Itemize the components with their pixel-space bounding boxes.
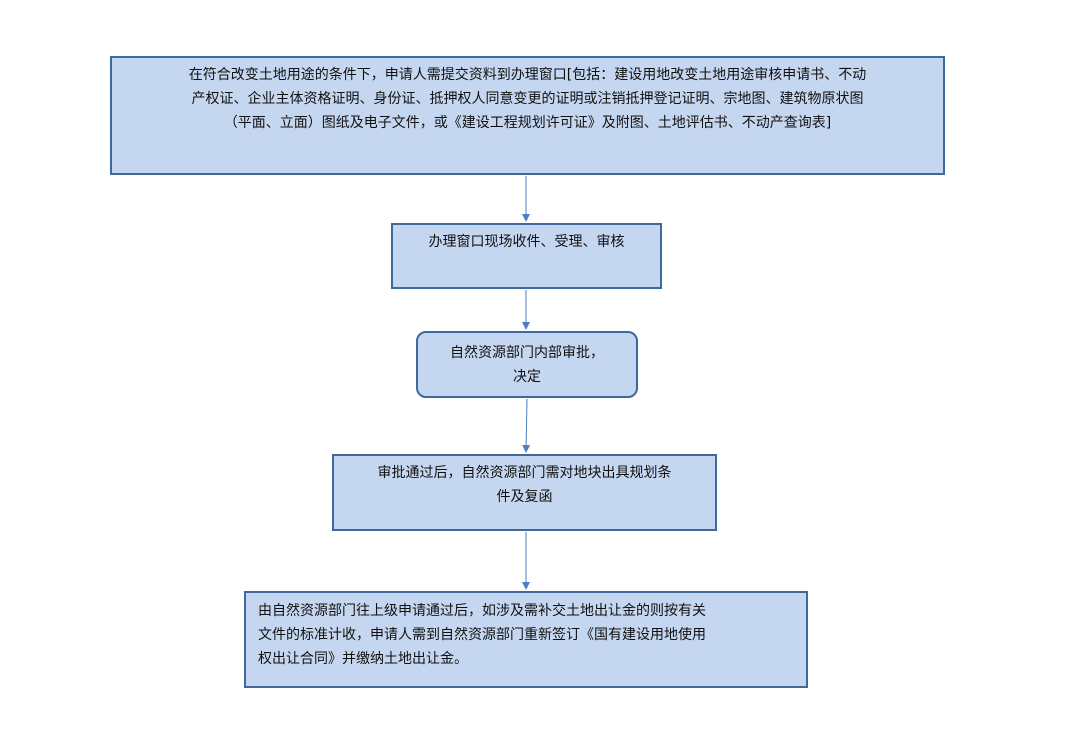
step-window-accept-review: 办理窗口现场收件、受理、审核 [391,223,662,289]
step3-line2: 决定 [513,369,541,385]
step5-line1: 由自然资源部门往上级申请通过后，如涉及需补交土地出让金的则按有关 [258,603,706,619]
step-sign-contract-pay-fee: 由自然资源部门往上级申请通过后，如涉及需补交土地出让金的则按有关 文件的标准计收… [244,591,808,688]
step-internal-approval: 自然资源部门内部审批， 决定 [416,331,638,398]
step1-line2: 产权证、企业主体资格证明、身份证、抵押权人同意变更的证明或注销抵押登记证明、宗地… [191,91,864,107]
step5-line3: 权出让合同》并缴纳土地出让金。 [258,651,468,667]
step2-line1: 办理窗口现场收件、受理、审核 [428,234,625,250]
step-planning-conditions-reply: 审批通过后，自然资源部门需对地块出具规划条 件及复函 [332,454,717,531]
step5-line2: 文件的标准计收，申请人需到自然资源部门重新签订《国有建设用地使用 [258,627,706,643]
step3-line1: 自然资源部门内部审批， [450,345,604,361]
step-submit-materials: 在符合改变土地用途的条件下，申请人需提交资料到办理窗口[包括：建设用地改变土地用… [110,56,945,175]
step1-line3: （平面、立面）图纸及电子文件，或《建设工程规划许可证》及附图、土地评估书、不动产… [223,115,832,131]
arrow-step3-to-step4 [522,398,531,453]
step4-line2: 件及复函 [496,489,553,505]
step4-line1: 审批通过后，自然资源部门需对地块出具规划条 [377,465,672,481]
step1-line1: 在符合改变土地用途的条件下，申请人需提交资料到办理窗口[包括：建设用地改变土地用… [188,67,867,83]
